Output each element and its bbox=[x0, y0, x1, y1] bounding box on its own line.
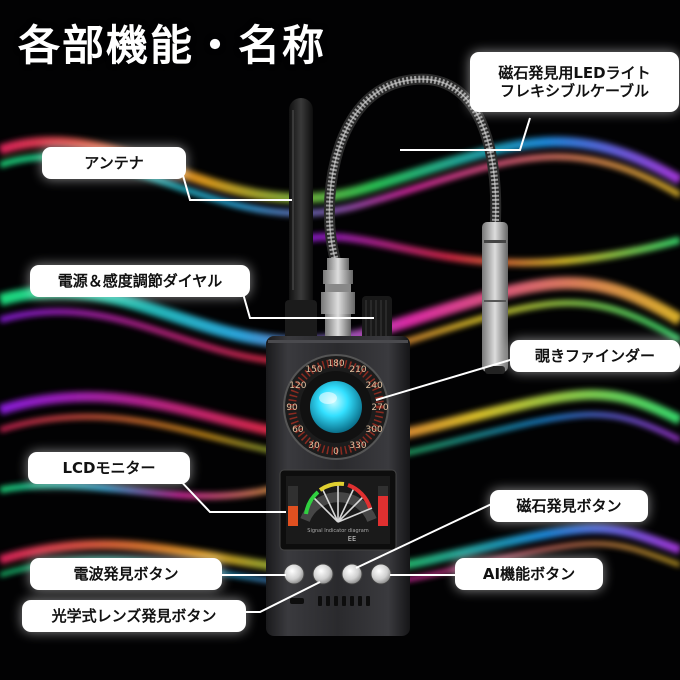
dial-number: 270 bbox=[371, 403, 388, 413]
lcd-readout: EE bbox=[348, 535, 356, 543]
label-finder: 覗きファインダー bbox=[510, 340, 680, 372]
cable-connector bbox=[321, 258, 355, 340]
lcd-monitor: Signal Indicator diagram EE bbox=[279, 469, 397, 551]
speaker-grille bbox=[290, 596, 370, 606]
lcd-caption: Signal Indicator diagram bbox=[307, 528, 369, 534]
label-flexible-cable: 磁石発見用LEDライト フレキシブルケーブル bbox=[470, 52, 679, 112]
label-magnet-button: 磁石発見ボタン bbox=[490, 490, 648, 522]
dial-number: 120 bbox=[289, 381, 306, 391]
label-ai-button: AI機能ボタン bbox=[455, 558, 603, 590]
label-dial: 電源＆感度調節ダイヤル bbox=[30, 265, 250, 297]
dial-number: 180 bbox=[327, 359, 344, 369]
dial-number: 0 bbox=[333, 447, 339, 457]
label-lens-button: 光学式レンズ発見ボタン bbox=[22, 600, 246, 632]
lens-detect-button[interactable] bbox=[312, 563, 334, 585]
finder-lens bbox=[310, 381, 362, 433]
flexible-cable bbox=[323, 73, 508, 374]
label-flexible-cable-line2: フレキシブルケーブル bbox=[499, 82, 650, 100]
label-lcd: LCDモニター bbox=[28, 452, 190, 484]
dial-number: 330 bbox=[349, 441, 366, 451]
dial-number: 300 bbox=[366, 425, 383, 435]
antenna-illustration bbox=[285, 98, 317, 342]
dial-number: 240 bbox=[366, 381, 383, 391]
leader-lines bbox=[174, 117, 531, 613]
page-title: 各部機能・名称 bbox=[18, 21, 327, 70]
ai-function-button[interactable] bbox=[370, 563, 392, 585]
label-radio-button: 電波発見ボタン bbox=[30, 558, 222, 590]
radio-detect-button[interactable] bbox=[283, 563, 305, 585]
dial-number: 60 bbox=[292, 425, 304, 435]
dial-number: 30 bbox=[308, 441, 320, 451]
dial-number: 150 bbox=[305, 365, 322, 375]
dial-number: 210 bbox=[349, 365, 366, 375]
label-flexible-cable-line1: 磁石発見用LEDライト bbox=[498, 64, 651, 82]
label-antenna: アンテナ bbox=[42, 147, 186, 179]
dial-number: 90 bbox=[286, 403, 298, 413]
magnet-detect-button[interactable] bbox=[341, 563, 363, 585]
dial-knob-illustration bbox=[362, 296, 392, 340]
